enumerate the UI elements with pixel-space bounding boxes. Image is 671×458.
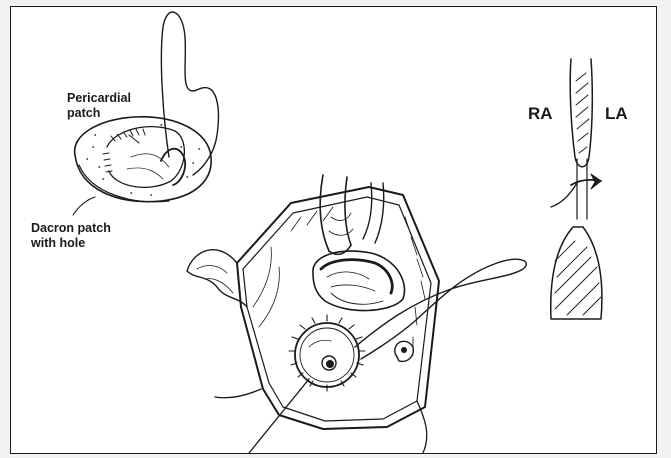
left-atrium-label: LA [605, 104, 628, 124]
dacron-patch-leader [73, 197, 95, 215]
septal-defect [313, 251, 405, 311]
patch-section [551, 159, 587, 219]
upper-septal-rim [570, 59, 592, 167]
coronary-sinus-opening [395, 341, 414, 361]
figure-frame: Pericardial patch Dacron patch with hole… [10, 6, 657, 454]
pericardial-patch-label: Pericardial patch [67, 91, 131, 121]
operative-field [187, 175, 526, 453]
lower-septal-rim [551, 227, 602, 319]
retractor [320, 175, 384, 254]
pericardial-patch-in-place [289, 315, 365, 391]
right-atrium-label: RA [528, 104, 553, 124]
pericardial-patch-leader [129, 135, 139, 143]
dacron-patch-label: Dacron patch with hole [31, 221, 111, 251]
flow-arrow [571, 174, 601, 189]
septum-inset [551, 59, 602, 319]
pericardial-patch [87, 125, 200, 195]
